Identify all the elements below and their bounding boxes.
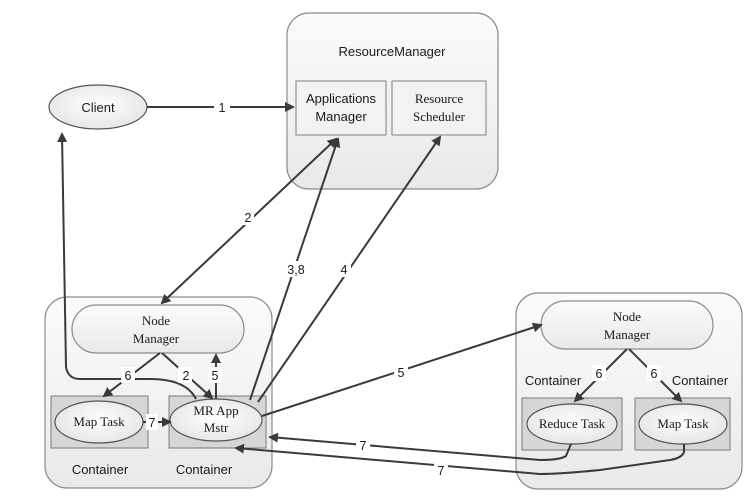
arrow-label-nm-to-map: 6 [125,369,132,383]
arrow-label-right-nm-to-reduce: 6 [596,367,603,381]
resource-scheduler-box [391,80,487,136]
arrow-label-bg-4 [337,261,351,277]
arrow-label-rm-to-node: 2 [245,211,252,225]
arrow-app-to-client [57,132,197,400]
arrow-label-bg-7c [434,462,448,478]
arrow-label-bg-6c [647,365,661,381]
arrow-label-bg-38 [283,261,309,277]
applications-manager-label-line2: Manager [315,109,367,124]
mr-app-master-label-line1: MR App [193,403,238,418]
applications-manager-box [295,80,387,136]
arrow-label-bg-7b [356,437,370,453]
left-container-label-1: Container [72,462,129,477]
resource-scheduler-label-line2: Scheduler [413,109,466,124]
arrow-label-bg-7a [146,414,158,430]
arrow-label-map-to-app: 7 [149,416,156,430]
client-label: Client [81,100,115,115]
right-container-label-2: Container [672,373,729,388]
left-node-manager-label-line2: Manager [133,331,180,346]
arrow-label-app-to-right-nm: 5 [398,366,405,380]
resource-manager-title: ResourceManager [339,44,447,59]
left-container-label-2: Container [176,462,233,477]
arrows-group: 1 2 3,8 4 6 2 5 7 5 [57,99,685,478]
right-node-manager-label-line2: Manager [604,327,651,342]
arrow-label-bg-2b [178,367,192,383]
reduce-task-oval [526,403,618,445]
right-node-group: Node Manager Container Container Reduce … [515,292,743,490]
arrow-label-bg-5b [394,364,408,380]
mr-app-master-label-line2: Mstr [204,420,229,435]
arrow-label-right-map-to-app: 7 [438,464,445,478]
client-group: Client [48,84,148,130]
arrow-label-client-to-rm: 1 [219,101,226,115]
arrow-label-reduce-to-app: 7 [360,439,367,453]
right-map-task-label: Map Task [657,416,709,431]
arrow-label-bg-2 [240,209,254,225]
arrow-label-bg-6a [121,367,135,383]
right-node-manager-label-line1: Node [613,309,641,324]
left-map-task-label: Map Task [73,414,125,429]
arrow-label-right-nm-to-map: 6 [651,367,658,381]
arrow-label-app-to-am: 3,8 [287,263,304,277]
left-node-manager-box [71,304,245,354]
applications-manager-label-line1: Applications [306,91,377,106]
arrow-label-app-to-nm: 5 [212,369,219,383]
arrow-label-nm-to-app: 2 [183,369,190,383]
arrow-label-bg-6b [592,365,606,381]
arrow-label-bg-5a [208,367,222,383]
left-node-group: Node Manager Map Task MR App Mstr Contai… [44,296,273,489]
resource-manager-group: ResourceManager Applications Manager Res… [286,12,499,190]
arrow-reduce-to-app [268,432,572,462]
arrow-right-map-to-app [234,443,685,476]
left-node-manager-label-line1: Node [142,313,170,328]
reduce-task-label: Reduce Task [539,416,606,431]
right-container-label-1: Container [525,373,582,388]
resource-scheduler-label-line1: Resource [415,91,464,106]
arrow-label-bg-1 [214,99,230,115]
arrow-label-app-to-scheduler: 4 [341,263,348,277]
